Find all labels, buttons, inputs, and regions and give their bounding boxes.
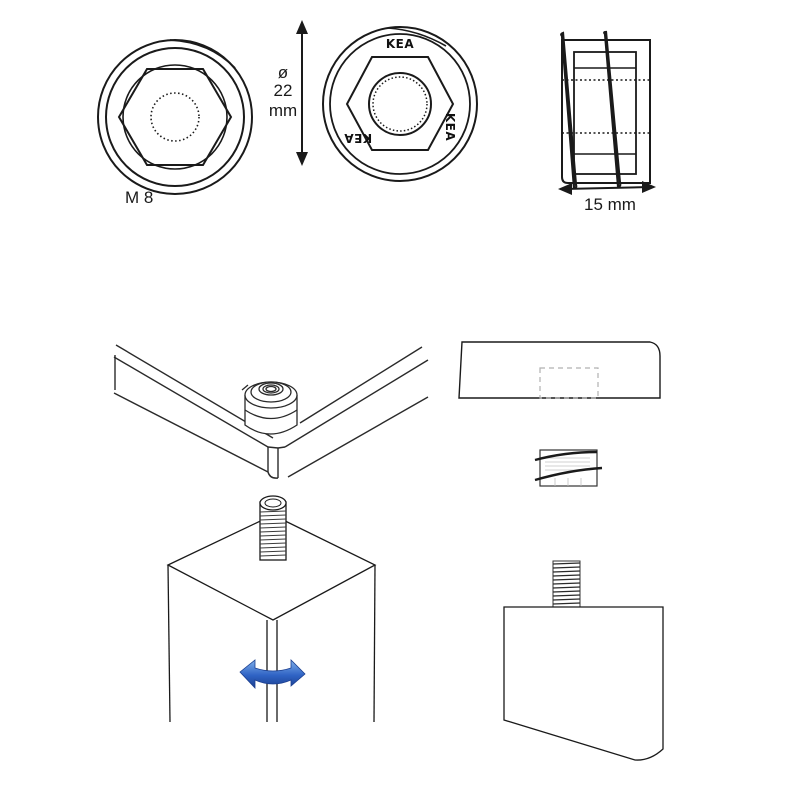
square-leg-drawing — [166, 495, 377, 723]
threaded-stud-side — [552, 560, 581, 608]
insert-top-view-drawing — [97, 39, 253, 195]
diameter-unit: mm — [268, 101, 298, 120]
step-4-insert-side — [534, 448, 605, 490]
brand-mark-right: KEA — [443, 113, 457, 141]
frame-corner-drawing — [113, 344, 429, 479]
brand-mark-top: KEA — [386, 37, 414, 51]
drilled-hole-outline — [539, 367, 599, 399]
board-drawing — [458, 341, 661, 399]
diameter-symbol: ø — [277, 63, 289, 82]
insert-side-view-drawing — [558, 30, 656, 195]
step-3-board-side-view — [455, 338, 670, 403]
leg-side-drawing — [503, 560, 664, 761]
double-arrow-vertical-icon — [296, 20, 308, 166]
double-arrow-horizontal-icon — [563, 186, 651, 190]
insert-bottom-view: KEA KEA KEA — [318, 22, 482, 186]
thread-size-label: M 8 — [125, 188, 154, 207]
threaded-stud — [259, 495, 287, 561]
brand-mark-left: KEA — [344, 131, 372, 145]
insert-side-view — [550, 30, 670, 200]
height-label: 15 mm — [584, 195, 636, 214]
diameter-value: 22 — [273, 81, 293, 100]
insert-bottom-view-drawing: KEA KEA KEA — [322, 26, 478, 182]
step-1-frame-corner — [110, 335, 430, 485]
rotate-arrow-icon — [239, 659, 306, 690]
diameter-dimension — [290, 18, 320, 168]
small-insert-drawing — [534, 449, 603, 487]
insert-top-view — [90, 20, 260, 200]
step-2-leg-screw-in — [160, 490, 390, 730]
step-5-leg-side-view — [500, 555, 670, 775]
threaded-insert — [241, 381, 298, 435]
